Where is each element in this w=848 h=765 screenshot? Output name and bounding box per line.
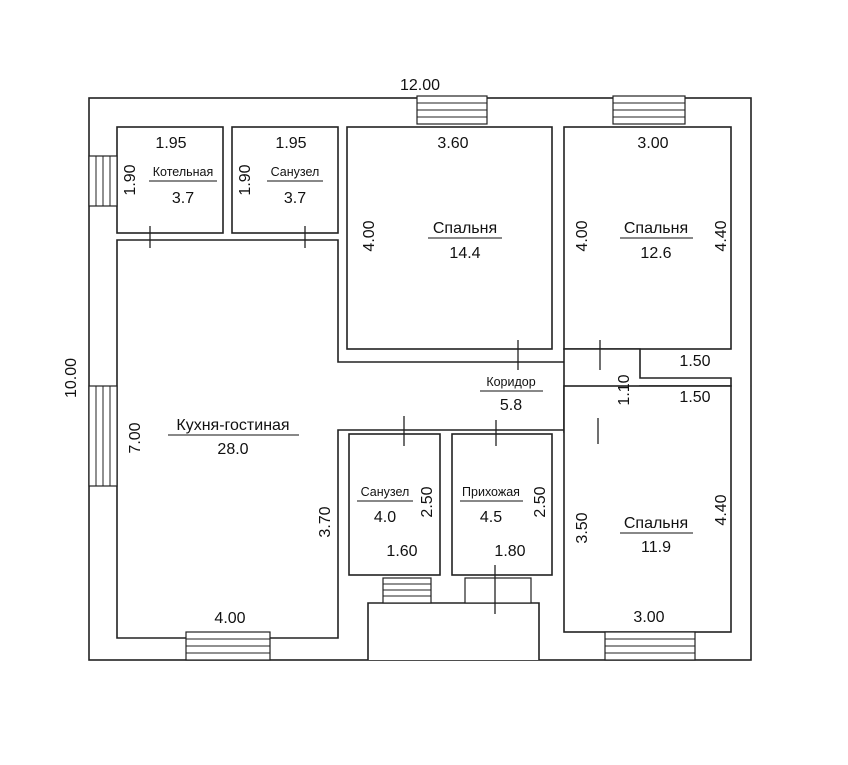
window-bottom-right — [604, 631, 696, 661]
dim-living-height: 7.00 — [127, 422, 144, 453]
dim-bath-bottom-height: 2.50 — [419, 486, 436, 517]
dim-bath-top-height: 1.90 — [237, 164, 254, 195]
room-hall-name: Прихожая — [462, 485, 520, 499]
window-left-top — [88, 155, 118, 207]
room-boiler-area: 3.7 — [172, 190, 194, 207]
room-bedroom-1-area: 14.4 — [449, 245, 480, 262]
dim-bedroom-2-height-right: 4.40 — [713, 220, 730, 251]
dim-bedroom-2-height-left: 4.00 — [574, 220, 591, 251]
room-bedroom-1-name: Спальня — [433, 220, 497, 237]
dim-boiler-height: 1.90 — [122, 164, 139, 195]
dim-corridor-height: 1.10 — [616, 374, 633, 405]
room-hall-outline — [451, 433, 553, 576]
room-bath-bottom-outline — [348, 433, 441, 576]
room-bath-top-area: 3.7 — [284, 190, 306, 207]
window-left-middle — [88, 385, 118, 487]
dim-bedroom-3-width: 3.00 — [633, 609, 664, 626]
room-hall-area: 4.5 — [480, 509, 502, 526]
porch-steps-right — [464, 577, 532, 604]
room-bath-bottom-area: 4.0 — [374, 509, 396, 526]
window-bottom-left — [185, 631, 271, 661]
room-bedroom-3-outline — [563, 385, 732, 633]
dim-bedroom-3-height-left: 3.50 — [574, 512, 591, 543]
window-top-right — [612, 95, 686, 125]
window-top-center — [416, 95, 488, 125]
dim-bath-bottom-width: 1.60 — [386, 543, 417, 560]
dim-bath-top-width: 1.95 — [275, 135, 306, 152]
room-living-area: 28.0 — [217, 441, 248, 458]
dim-overall-width: 12.00 — [400, 77, 440, 94]
porch-steps-left — [382, 577, 432, 604]
dim-bedroom-3-height-right: 4.40 — [713, 494, 730, 525]
dim-corridor-ext-top: 1.50 — [679, 353, 710, 370]
room-corridor-name: Коридор — [486, 375, 535, 389]
dim-overall-height: 10.00 — [63, 358, 80, 398]
porch-outline — [367, 602, 540, 660]
room-corridor-area: 5.8 — [500, 397, 522, 414]
dim-bedroom-1-width: 3.60 — [437, 135, 468, 152]
room-bedroom-2-name: Спальня — [624, 220, 688, 237]
dim-bedroom-2-width: 3.00 — [637, 135, 668, 152]
dim-bedroom-1-height: 4.00 — [361, 220, 378, 251]
dim-hall-width: 1.80 — [494, 543, 525, 560]
dim-boiler-width: 1.95 — [155, 135, 186, 152]
room-bath-bottom-name: Санузел — [361, 485, 410, 499]
dim-living-width: 4.00 — [214, 610, 245, 627]
room-living-name: Кухня-гостиная — [176, 417, 289, 434]
room-boiler-name: Котельная — [153, 165, 214, 179]
room-bath-top-outline — [231, 126, 339, 234]
room-bath-top-name: Санузел — [271, 165, 320, 179]
dim-corridor-ext-bottom: 1.50 — [679, 389, 710, 406]
room-bedroom-3-area: 11.9 — [641, 539, 671, 556]
dim-living-notch-height: 3.70 — [317, 506, 334, 537]
door-marks — [149, 226, 601, 446]
room-bedroom-3-name: Спальня — [624, 515, 688, 532]
room-boiler-outline — [116, 126, 224, 234]
room-bedroom-2-area: 12.6 — [640, 245, 671, 262]
dim-hall-height: 2.50 — [532, 486, 549, 517]
